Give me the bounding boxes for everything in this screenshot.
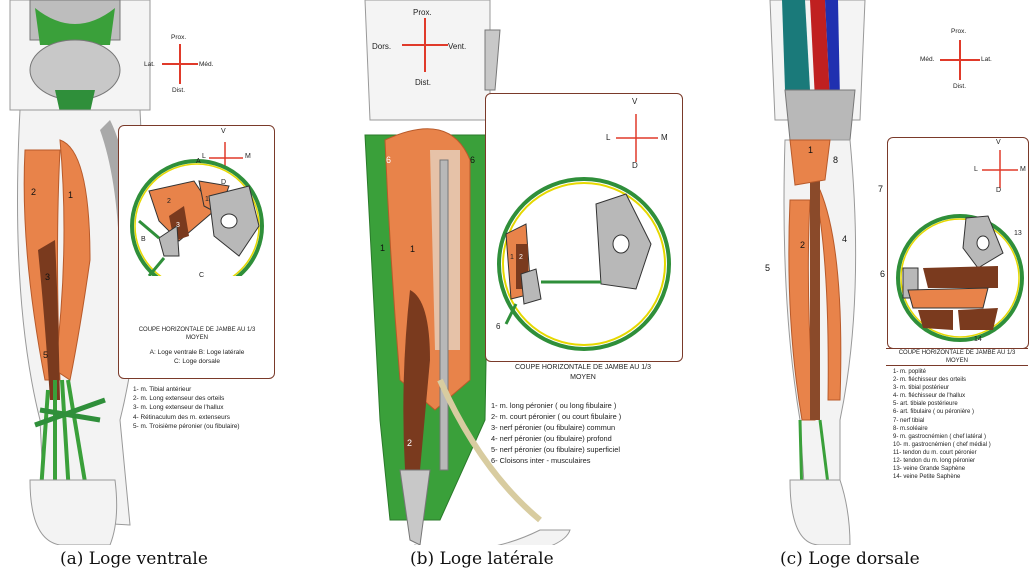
compass-dist-label: Dist. — [953, 83, 966, 90]
legend-list: 1- m. Tibial antérieur 2- m. Long extens… — [133, 385, 240, 431]
leg-label-5: 5 — [43, 350, 48, 360]
box-compass-d: D — [221, 179, 226, 186]
leg-label-1a: 1 — [380, 243, 385, 253]
compass-lat-label: Lat. — [144, 61, 155, 68]
box-label-13: 13 — [1014, 230, 1022, 237]
leg-label-6: 6 — [880, 269, 885, 279]
leg-label-3: 3 — [45, 272, 50, 282]
compass-dors-label: Dors. — [372, 42, 391, 51]
compass-med-label: Méd. — [199, 61, 213, 68]
box-label-2: 2 — [519, 254, 523, 261]
box-compass-v: V — [221, 128, 226, 135]
box-label-B: B — [141, 236, 146, 243]
caption-a: (a) Loge ventrale — [60, 549, 208, 569]
leg-label-4: 4 — [842, 234, 847, 244]
box-compass-l: L — [974, 166, 978, 173]
box-compass-d: D — [996, 187, 1001, 194]
section-title: COUPE HORIZONTALE DE JAMBE AU 1/3 MOYEN — [488, 363, 678, 382]
leg-label-7: 7 — [878, 184, 883, 194]
compass-prox-label: Prox. — [171, 34, 186, 41]
cross-section-diagram — [486, 94, 682, 364]
cross-section-diagram — [119, 126, 274, 276]
cross-section-diagram — [888, 138, 1028, 348]
box-compass-m: M — [245, 153, 251, 160]
box-compass-l: L — [202, 153, 206, 160]
cross-section-box: V D L M 1 2 6 — [485, 93, 683, 362]
box-compass-d: D — [632, 161, 638, 170]
legend-list: 1- m. poplité 2- m. fléchisseur des orte… — [893, 368, 991, 481]
box-label-3: 3 — [176, 222, 180, 229]
caption-b: (b) Loge latérale — [410, 549, 554, 569]
panel-loge-laterale: 6 6 1 1 2 Prox. Dist. Dors. Vent. V D L … — [340, 0, 690, 585]
box-label-6: 6 — [496, 322, 500, 331]
caption-c: (c) Loge dorsale — [780, 549, 920, 569]
leg-label-2: 2 — [800, 240, 805, 250]
compass-med-label: Méd. — [920, 56, 934, 63]
legend-list: 1- m. long péronier ( ou long fibulaire … — [491, 400, 621, 466]
box-compass-v: V — [632, 97, 637, 106]
compass-dist-label: Dist. — [415, 78, 431, 87]
section-title: COUPE HORIZONTALE DE JAMBE AU 1/3 MOYEN — [127, 326, 267, 342]
leg-label-6a: 6 — [386, 155, 391, 165]
section-title: COUPE HORIZONTALE DE JAMBE AU 1/3 MOYEN — [886, 348, 1028, 366]
leg-label-2: 2 — [31, 187, 36, 197]
section-subtitle: A: Loge ventrale B: Loge latérale C: Log… — [127, 348, 267, 366]
leg-label-2: 2 — [407, 438, 412, 448]
panel-loge-ventrale: 2 1 3 5 Prox. Dist. Lat. Méd. V D L M A … — [0, 0, 340, 585]
box-label-14: 14 — [974, 336, 982, 343]
cross-section-box: V D L M A B C 2 1 3 COUPE HORIZONTALE DE… — [118, 125, 275, 379]
box-label-1: 1 — [205, 196, 209, 203]
leg-label-1: 1 — [808, 145, 813, 155]
compass-lat-label: Lat. — [981, 56, 992, 63]
leg-label-1b: 1 — [410, 244, 415, 254]
leg-label-5: 5 — [765, 263, 770, 273]
compass-dist-label: Dist. — [172, 87, 185, 94]
box-label-C: C — [199, 272, 204, 279]
compass-prox-label: Prox. — [951, 28, 966, 35]
compass-prox-label: Prox. — [413, 8, 432, 17]
leg-label-8: 8 — [833, 155, 838, 165]
compass-vent-label: Vent. — [448, 42, 466, 51]
box-label-2: 2 — [167, 198, 171, 205]
box-compass-l: L — [606, 133, 610, 142]
cross-section-box: V D L M 13 14 — [887, 137, 1029, 349]
box-compass-m: M — [1020, 166, 1026, 173]
panel-loge-dorsale: 1 8 2 4 5 6 7 Prox. Dist. Méd. Lat. V D … — [690, 0, 1035, 585]
box-compass-m: M — [661, 133, 668, 142]
leg-label-6b: 6 — [470, 155, 475, 165]
box-compass-v: V — [996, 139, 1001, 146]
box-label-A: A — [196, 158, 201, 165]
box-label-1: 1 — [510, 254, 514, 261]
leg-label-1: 1 — [68, 190, 73, 200]
